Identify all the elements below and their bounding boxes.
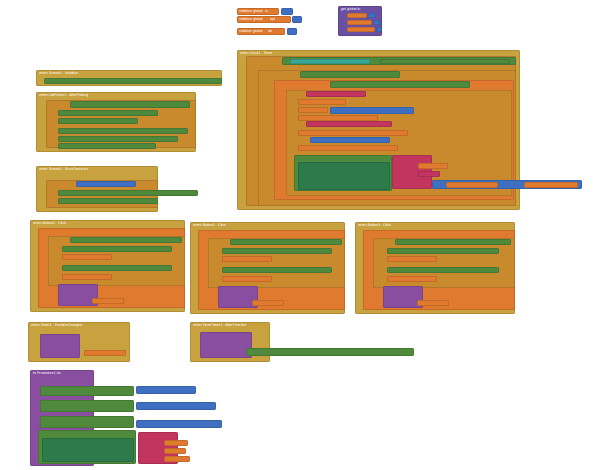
proc-join-item-1: [164, 440, 188, 446]
global-init-bpf-value: [292, 16, 302, 23]
proc-join-item-3: [164, 456, 190, 462]
proc-join-item-2: [164, 448, 186, 454]
button3-arg: [417, 300, 449, 306]
proc-call-1: [40, 386, 134, 396]
button3-call: [383, 286, 423, 308]
proc-math-1: [136, 386, 196, 394]
clock-condition-right: [380, 58, 510, 64]
clock-set-2: [298, 107, 328, 113]
error-label: when Screen1 . ErrorOccurred: [39, 166, 88, 171]
error-cond: [76, 181, 136, 187]
procedure-label: to Procedure1 do: [33, 370, 61, 375]
button1-label: when Button1 . Click: [33, 220, 66, 225]
global-init-label: initialize global: [239, 16, 263, 21]
clock-math-3-b: [524, 181, 578, 188]
clock-math-3: [432, 180, 582, 189]
list-item-3: [347, 27, 375, 32]
proc-call-2: [40, 400, 134, 412]
slider-arg: [84, 350, 126, 356]
list-block-label: get global io: [341, 6, 361, 11]
screen-init-label: when Screen1 . Initialize: [39, 70, 78, 75]
button3-set-3: [387, 267, 499, 273]
button2-set-2: [222, 256, 272, 262]
clock-set-1: [298, 99, 346, 105]
listpicker-set-5: [58, 143, 156, 149]
clock-math-3-a: [446, 181, 498, 188]
clock-join-item-2: [418, 171, 440, 177]
button1-set-4: [62, 274, 112, 280]
slider-call: [40, 334, 80, 358]
global-name: io: [265, 8, 268, 13]
button1-set-3: [62, 265, 172, 271]
listpicker-label: when ListPicker1 . AfterPicking: [39, 92, 89, 97]
list-item-2: [347, 20, 372, 25]
proc-debug-inner: [42, 438, 134, 462]
list-item-2-num: [373, 20, 380, 25]
proc-math-3: [136, 420, 222, 428]
clock-text-1: [306, 91, 366, 97]
clock-set-4: [298, 130, 408, 136]
global-name: bpf: [270, 16, 275, 21]
global-init-ab[interactable]: initialize global ab: [237, 28, 285, 35]
global-init-bpf[interactable]: initialize global bpf: [237, 16, 291, 23]
button3-cond: [395, 239, 511, 245]
listpicker-set-2: [58, 118, 138, 124]
clock-set-5: [298, 145, 398, 151]
list-item-1: [347, 13, 367, 18]
listpicker-set-3: [58, 128, 188, 134]
timepicker-arg: [246, 348, 414, 356]
clock-math-2: [310, 137, 390, 143]
global-init-label: initialize global: [239, 28, 263, 33]
clock-math-1: [330, 107, 414, 114]
timepicker-call: [200, 332, 252, 358]
button2-set-3: [222, 267, 332, 273]
button2-label: when Button2 . Click: [193, 222, 226, 227]
button1-cond: [70, 237, 182, 243]
button3-set-1: [387, 248, 499, 254]
clock-join-item: [418, 163, 448, 169]
clock-local-value: [330, 81, 470, 88]
clock-timer-label: when Clock1 . Timer: [240, 50, 273, 55]
button3-label: when Button3 . Click: [358, 222, 391, 227]
global-name: ab: [268, 28, 272, 33]
clock-text-2: [306, 121, 392, 127]
slider-label: when Slider1 . PositionChanged: [31, 322, 83, 327]
button1-call: [58, 284, 98, 306]
proc-math-2: [136, 402, 216, 410]
button2-set-1: [222, 248, 332, 254]
button2-cond: [230, 239, 342, 245]
button1-set-1: [62, 246, 172, 252]
error-call-1: [58, 190, 198, 196]
button3-set-4: [387, 276, 437, 282]
global-init-ab-value: [287, 28, 297, 35]
listpicker-cond: [70, 101, 190, 108]
button2-call: [218, 286, 258, 308]
listpicker-set-4: [58, 136, 178, 142]
button2-set-4: [222, 276, 272, 282]
timepicker-label: when TimePicker1 . AfterTimeSet: [193, 322, 246, 327]
clock-condition-inner: [290, 58, 370, 64]
error-call-2: [58, 198, 158, 204]
button1-set-2: [62, 254, 112, 260]
clock-while-condition: [300, 71, 400, 78]
list-item-1-num: [368, 13, 376, 18]
global-init-io-value: [281, 8, 293, 15]
clock-debug-inner: [298, 162, 390, 190]
global-init-io[interactable]: initialize global io: [237, 8, 279, 15]
listpicker-set-1: [58, 110, 158, 116]
clock-set-3: [298, 115, 378, 121]
button3-set-2: [387, 256, 437, 262]
button1-arg: [92, 298, 124, 304]
button2-arg: [252, 300, 284, 306]
global-init-label: initialize global: [239, 8, 263, 13]
list-item-3-num: [376, 27, 382, 32]
proc-call-3: [40, 416, 134, 428]
screen-init-call: [44, 78, 222, 84]
